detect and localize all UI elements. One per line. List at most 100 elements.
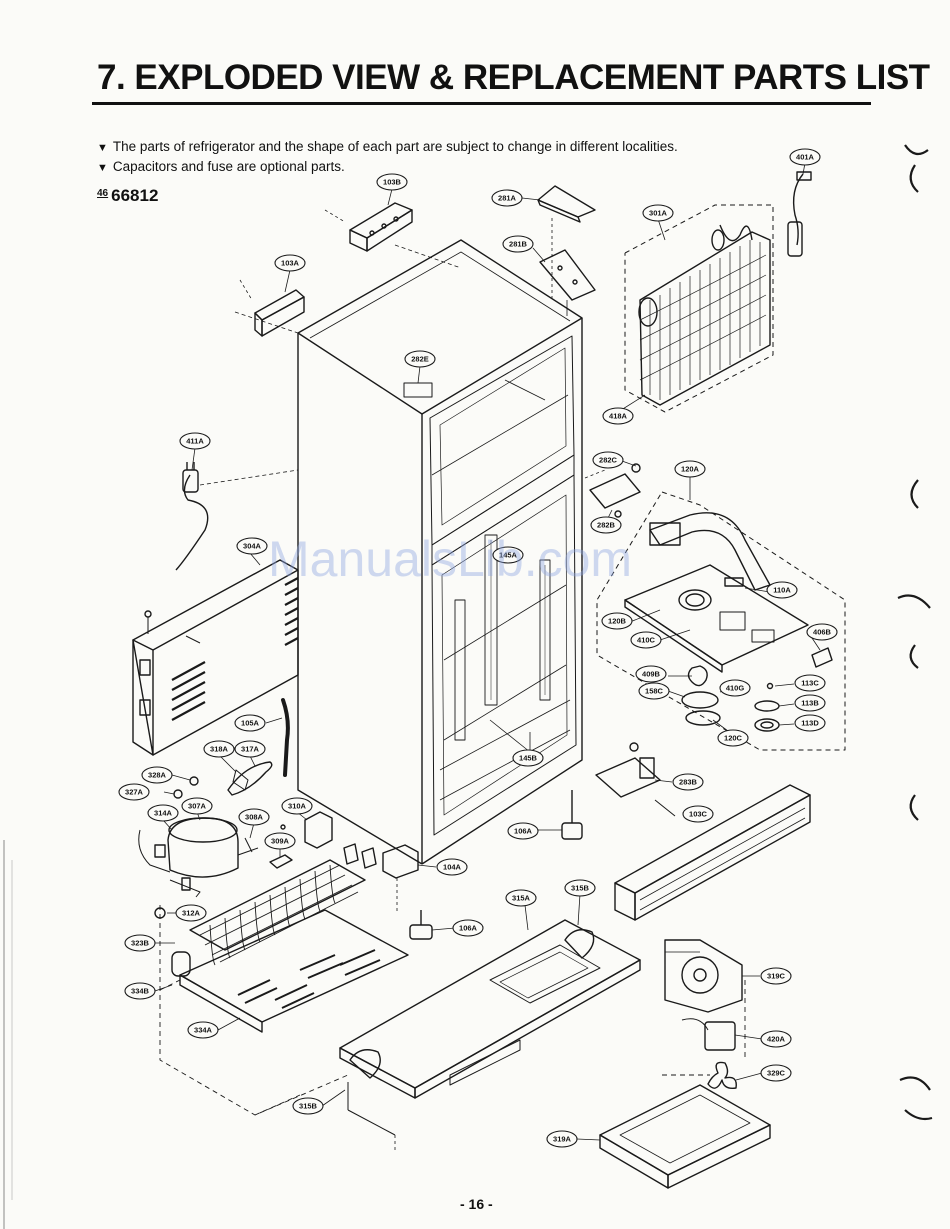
part-label: 282C	[592, 451, 624, 469]
part-label: 104A	[436, 858, 468, 876]
part-label: 409B	[635, 665, 667, 683]
part-label-bubble	[601, 612, 633, 630]
part-label-bubble	[118, 783, 150, 801]
part-label-bubble	[274, 254, 306, 272]
part-label-text: 323B	[131, 939, 150, 948]
refrigerator-cabinet	[297, 239, 583, 865]
part-label-text: 120C	[724, 734, 743, 743]
part-label: 103C	[682, 805, 714, 823]
part-label-text: 282E	[411, 355, 429, 364]
part-label-bubble	[502, 235, 534, 253]
part-329c-fan-blade	[707, 1061, 737, 1090]
part-label-bubble	[546, 1130, 578, 1148]
part-label-bubble	[181, 797, 213, 815]
part-label: 113C	[794, 674, 826, 692]
part-label-bubble	[806, 623, 838, 641]
part-label-bubble	[234, 740, 266, 758]
part-label-bubble	[203, 740, 235, 758]
part-label: 281A	[491, 189, 523, 207]
part-label-bubble	[766, 581, 798, 599]
part-label-bubble	[175, 904, 207, 922]
part-label-text: 420A	[767, 1035, 786, 1044]
part-label-bubble	[491, 189, 523, 207]
part-label-bubble	[760, 1030, 792, 1048]
part-label-text: 315B	[571, 884, 590, 893]
part-label-text: 281A	[498, 194, 517, 203]
part-label-bubble	[238, 808, 270, 826]
part-label-bubble	[635, 665, 667, 683]
part-label-bubble	[638, 682, 670, 700]
part-label-text: 301A	[649, 209, 668, 218]
part-label-text: 329C	[767, 1069, 786, 1078]
part-label-bubble	[719, 679, 751, 697]
part-label-text: 315A	[512, 894, 531, 903]
title-underline	[92, 102, 871, 105]
note-text-2: Capacitors and fuse are optional parts.	[112, 159, 345, 174]
part-label: 308A	[238, 808, 270, 826]
part-label-text: 113B	[801, 699, 819, 708]
part-label: 420A	[760, 1030, 792, 1048]
part-label-text: 104A	[443, 863, 462, 872]
part-label-bubble	[590, 516, 622, 534]
part-label: 314A	[147, 804, 179, 822]
part-label: 315B	[292, 1097, 324, 1115]
part-label-bubble	[376, 173, 408, 191]
part-label-bubble	[505, 889, 537, 907]
part-label-text: 145B	[519, 754, 538, 763]
part-103a	[234, 279, 305, 337]
part-label: 401A	[789, 148, 821, 166]
part-label-text: 334B	[131, 987, 150, 996]
part-label: 304A	[236, 537, 268, 555]
part-label-bubble	[234, 714, 266, 732]
part-label-bubble	[404, 350, 436, 368]
part-label-text: 106A	[514, 827, 533, 836]
part-label-text: 409B	[642, 670, 661, 679]
part-label: 106A	[507, 822, 539, 840]
part-label: 334B	[124, 982, 156, 1000]
part-label-bubble	[794, 674, 826, 692]
part-label-text: 317A	[241, 745, 260, 754]
part-283b	[595, 742, 676, 817]
part-label: 323B	[124, 934, 156, 952]
part-label-bubble	[642, 204, 674, 222]
part-label-bubble	[124, 934, 156, 952]
part-304a-back-cover	[132, 559, 299, 756]
part-label-text: 105A	[241, 719, 260, 728]
model-code: 66812	[111, 186, 159, 205]
part-label-text: 120A	[681, 465, 700, 474]
part-label-text: 307A	[188, 802, 207, 811]
part-label-bubble	[292, 1097, 324, 1115]
part-103c	[614, 784, 811, 921]
part-label: 406B	[806, 623, 838, 641]
part-label-bubble	[124, 982, 156, 1000]
part-label: 312A	[175, 904, 207, 922]
part-label-text: 113D	[801, 719, 819, 728]
part-319c-fan	[664, 939, 743, 1013]
part-label-bubble	[179, 432, 211, 450]
part-401a	[787, 171, 812, 257]
page-title: 7. EXPLODED VIEW & REPLACEMENT PARTS LIS…	[97, 58, 930, 97]
bullet-triangle-icon: ▼	[97, 142, 108, 154]
part-label: 327A	[118, 783, 150, 801]
page-number: - 16 -	[460, 1196, 493, 1212]
part-301a-evaporator	[624, 204, 774, 413]
part-label: 317A	[234, 740, 266, 758]
part-label-bubble	[264, 832, 296, 850]
part-label-text: 318A	[210, 745, 229, 754]
part-label-bubble	[789, 148, 821, 166]
part-label: 315A	[505, 889, 537, 907]
part-label-text: 312A	[182, 909, 201, 918]
part-label-text: 282C	[599, 456, 618, 465]
part-label-text: 310A	[288, 802, 307, 811]
part-label-text: 315B	[299, 1102, 318, 1111]
part-label-bubble	[794, 694, 826, 712]
part-label: 113D	[794, 714, 826, 732]
part-label: 158C	[638, 682, 670, 700]
part-label-text: 281B	[509, 240, 528, 249]
part-label-text: 304A	[243, 542, 262, 551]
part-label-text: 158C	[645, 687, 664, 696]
part-label: 301A	[642, 204, 674, 222]
note-line-2: ▼Capacitors and fuse are optional parts.	[97, 159, 345, 174]
